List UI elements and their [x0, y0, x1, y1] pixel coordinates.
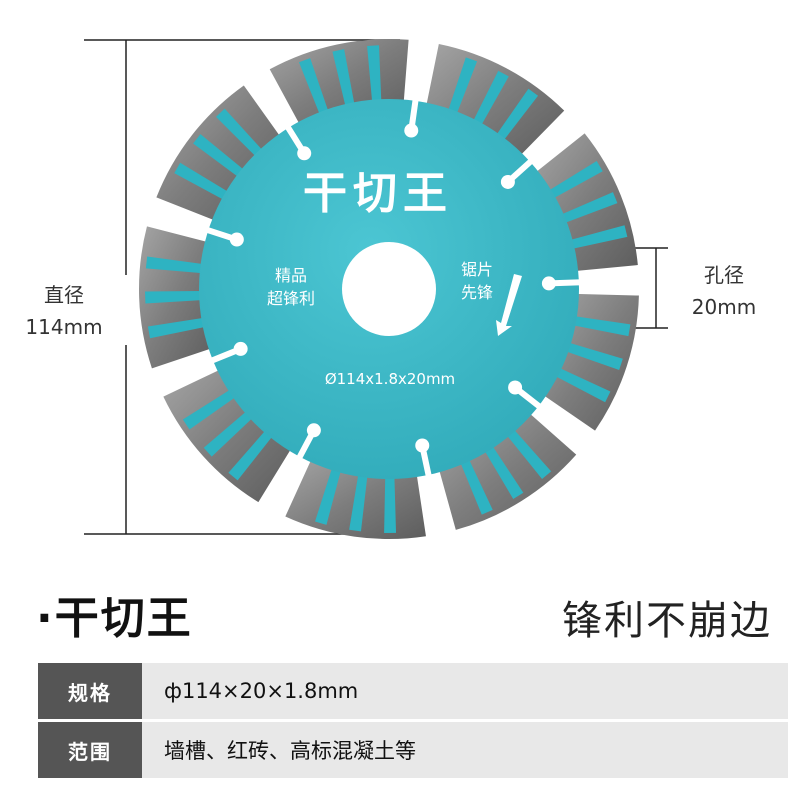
diameter-label-group: 直径 114mm	[14, 279, 114, 343]
blade-slots	[146, 37, 643, 539]
segment-cooling-stripe	[549, 160, 603, 199]
segment-cooling-stripe	[561, 192, 618, 223]
product-slogan: 锋利不崩边	[562, 598, 772, 644]
segment-cooling-stripe	[566, 342, 623, 371]
gullet-slot	[152, 346, 242, 387]
segment-cooling-stripe	[473, 70, 509, 126]
segment-cooling-stripe	[315, 468, 341, 525]
gullet-slot-end	[229, 232, 244, 247]
hole-value: 20mm	[691, 295, 757, 319]
segment-cooling-stripe	[496, 88, 539, 141]
spec-value-size: ф114×20×1.8mm	[142, 663, 788, 719]
spec-label-size: 规格	[38, 663, 142, 719]
segment-cooling-stripe	[228, 430, 273, 481]
gullet-slot-end	[297, 146, 312, 161]
segment-cooling-stripe	[573, 316, 631, 337]
gullet-slot	[267, 428, 317, 515]
spec-value-range: 墙槽、红砖、高标混凝土等	[142, 722, 788, 778]
gullet-slot-end	[541, 276, 556, 291]
segment-cooling-stripe	[203, 411, 253, 457]
segment-cooling-stripe	[147, 317, 205, 339]
segment-cooling-stripe	[384, 476, 397, 533]
arrow-icon	[496, 274, 522, 336]
segment-cooling-stripe	[484, 445, 524, 500]
gullet-slot	[251, 72, 307, 155]
segment-cooling-stripe	[506, 429, 552, 480]
hole-label-group: 孔径 20mm	[674, 259, 774, 323]
gullet-slot	[548, 277, 643, 287]
spec-row: 规格 ф114×20×1.8mm	[38, 663, 788, 719]
blade-brand-text: 干切王	[303, 168, 453, 219]
segment-cooling-stripe	[145, 256, 203, 274]
segment-cooling-stripe	[570, 225, 628, 249]
segment-cooling-stripe	[216, 108, 263, 157]
spec-label-range: 范围	[38, 722, 142, 778]
gullet-slot	[513, 385, 592, 448]
blade-segment-rim	[138, 39, 639, 539]
segment-cooling-stripe	[145, 290, 202, 304]
gullet-slot-end	[233, 341, 248, 356]
blade-right-label-line2: 先锋	[461, 283, 493, 302]
blade-left-label-line2: 超锋利	[267, 289, 315, 308]
blade-left-label-line1: 精品	[275, 266, 307, 285]
gullet-slot-end	[306, 423, 321, 438]
product-title: ·干切王	[36, 593, 193, 644]
gullet-slot-end	[415, 438, 430, 453]
segment-cooling-stripe	[174, 162, 229, 200]
segment-cooling-stripe	[298, 58, 329, 115]
blade-right-label-line1: 锯片	[461, 260, 493, 279]
segment-cooling-stripe	[349, 474, 368, 532]
gullet-slot	[146, 207, 238, 243]
hole-label: 孔径	[704, 263, 744, 287]
segment-cooling-stripe	[182, 389, 236, 430]
arbor-hole	[342, 242, 436, 336]
gullet-slot	[505, 116, 580, 185]
blade-spec-print: Ø114x1.8x20mm	[325, 370, 455, 388]
segment-cooling-stripe	[367, 45, 382, 102]
gullet-slot	[419, 444, 445, 539]
diameter-label: 直径	[44, 283, 84, 307]
segment-cooling-stripe	[555, 368, 611, 403]
gullet-slot-end	[404, 123, 419, 138]
segment-cooling-stripe	[460, 459, 493, 515]
segment-cooling-stripe	[193, 134, 244, 177]
segment-cooling-stripe	[332, 49, 355, 107]
gullet-slot	[408, 37, 428, 131]
gullet-slot-end	[508, 380, 523, 395]
saw-blade-illustration: 干切王 精品 超锋利 锯片 先锋 Ø114x1.8x20mm	[84, 37, 668, 539]
gullet-slot-end	[500, 174, 515, 189]
spec-table: 规格 ф114×20×1.8mm 范围 墙槽、红砖、高标混凝土等	[38, 663, 788, 778]
segment-cooling-stripe	[448, 57, 478, 114]
spec-row: 范围 墙槽、红砖、高标混凝土等	[38, 722, 788, 778]
diameter-value: 114mm	[25, 315, 103, 339]
